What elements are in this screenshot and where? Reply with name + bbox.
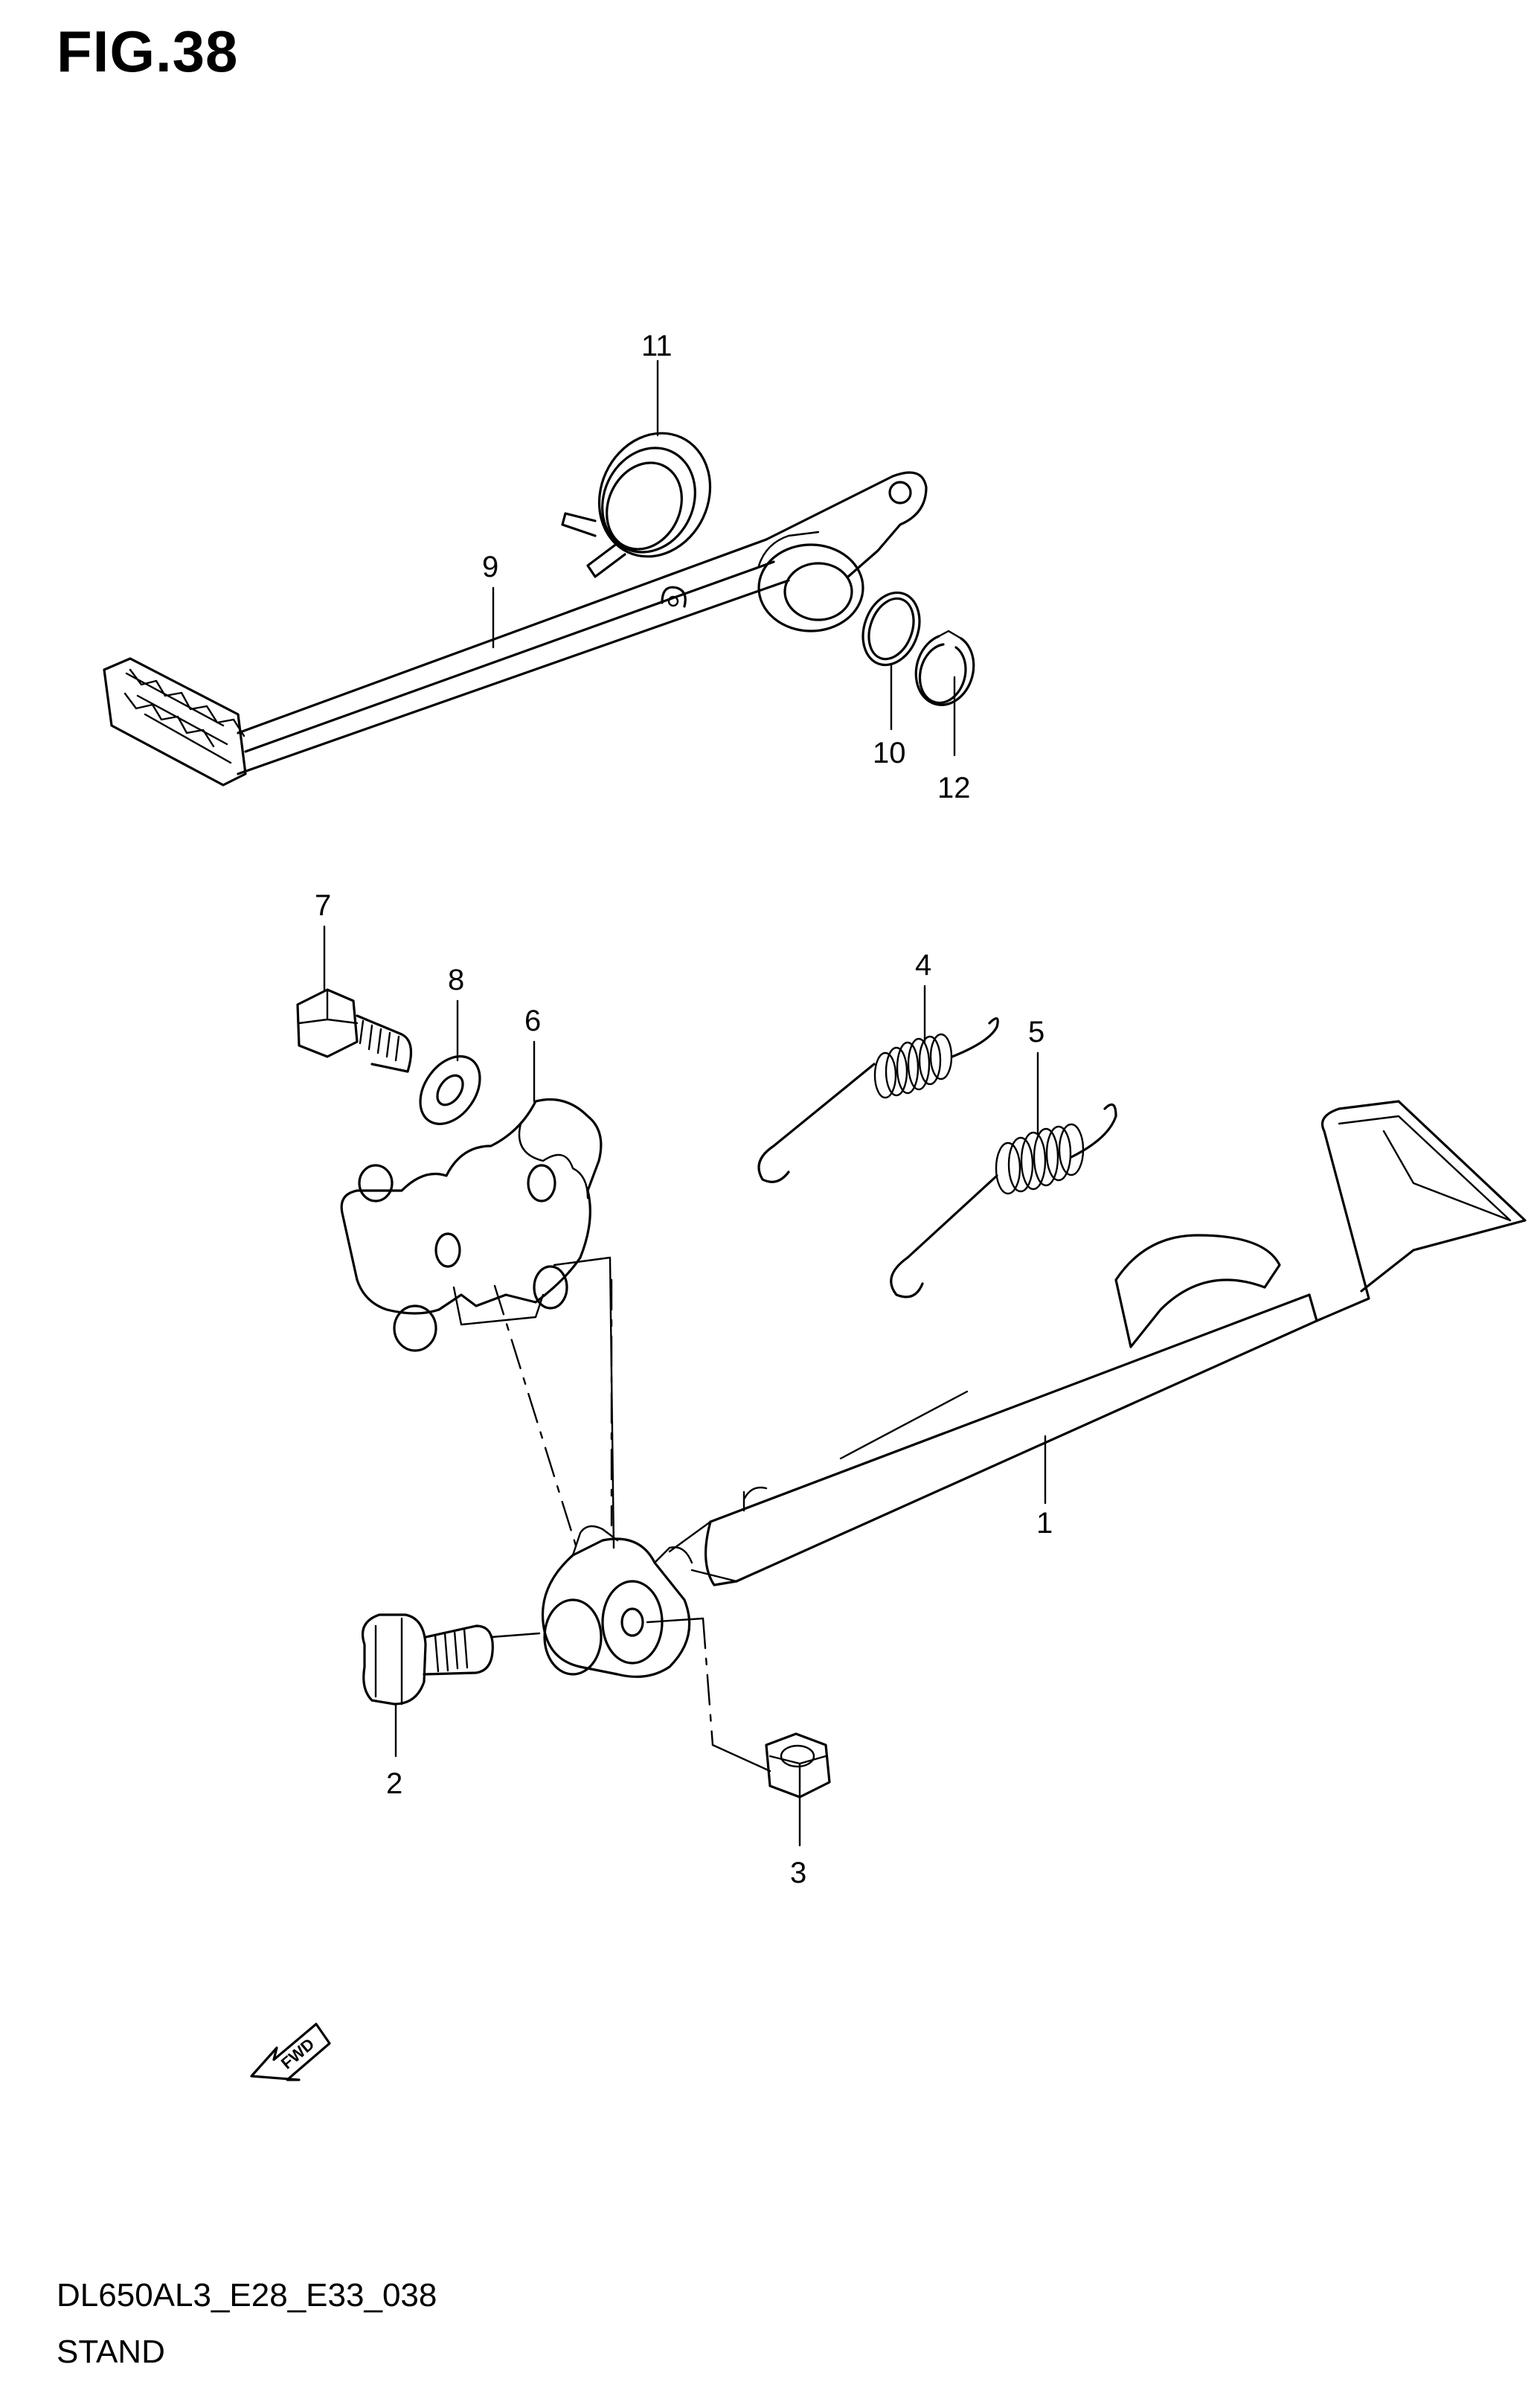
stand-bolt-drawing xyxy=(361,1613,494,1706)
pedal-washer-drawing xyxy=(861,591,921,667)
forward-arrow-icon: FWD xyxy=(250,2023,331,2081)
callout-11: 11 xyxy=(641,330,673,362)
callout-2: 2 xyxy=(386,1767,402,1800)
assembly-lines xyxy=(490,1256,771,1773)
callout-labels: 11 9 10 12 7 8 6 4 5 1 2 3 xyxy=(315,330,1053,1889)
leader-lines xyxy=(323,359,1047,1847)
callout-12: 12 xyxy=(937,772,971,804)
callout-8: 8 xyxy=(448,964,464,996)
stand-spring-outer-drawing xyxy=(890,1103,1117,1299)
callout-4: 4 xyxy=(915,949,931,982)
pedal-return-spring-drawing xyxy=(561,432,712,578)
stand-spring-inner-drawing xyxy=(757,1017,999,1183)
callout-1: 1 xyxy=(1036,1507,1053,1540)
brake-pedal-drawing xyxy=(103,471,928,787)
section-name: STAND xyxy=(57,2334,165,2370)
bracket-bolt-drawing xyxy=(296,988,413,1073)
callout-5: 5 xyxy=(1028,1016,1044,1048)
bracket-washer-drawing xyxy=(419,1055,481,1125)
figure-title: FIG.38 xyxy=(57,19,239,84)
callout-3: 3 xyxy=(790,1857,806,1889)
callout-7: 7 xyxy=(315,889,331,922)
callout-6: 6 xyxy=(524,1005,541,1037)
stand-nut-drawing xyxy=(765,1732,831,1799)
stand-bracket-drawing xyxy=(340,1098,603,1352)
side-stand-drawing xyxy=(541,1100,1527,1678)
pedal-circlip-drawing xyxy=(914,630,975,706)
callout-10: 10 xyxy=(873,737,906,769)
model-code: DL650AL3_E28_E33_038 xyxy=(57,2277,437,2313)
callout-9: 9 xyxy=(482,551,498,583)
